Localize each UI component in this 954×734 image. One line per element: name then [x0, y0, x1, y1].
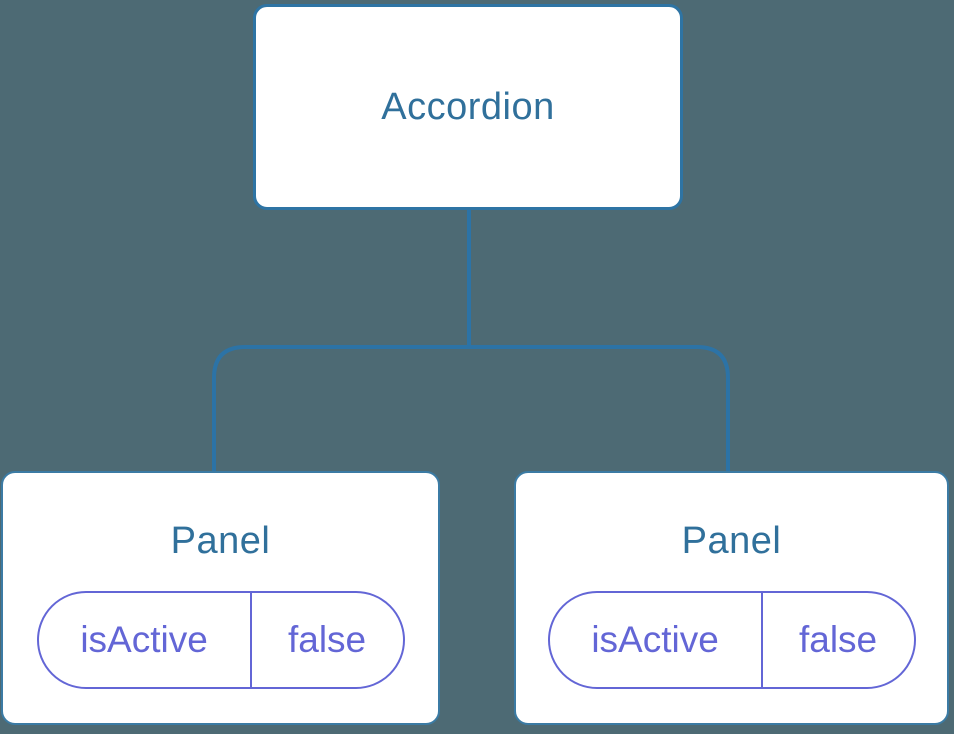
panel-node-right: Panel isActive false	[514, 471, 949, 725]
accordion-node: Accordion	[253, 4, 683, 210]
branch-connector	[212, 345, 730, 472]
state-prop-value: false	[798, 619, 878, 660]
accordion-node-label: Accordion	[381, 86, 555, 128]
state-pill: isActive false	[36, 591, 405, 689]
state-prop-name: isActive	[591, 619, 719, 660]
state-prop-name: isActive	[80, 619, 208, 660]
panel-node-label: Panel	[170, 520, 271, 562]
pill-divider	[249, 593, 252, 687]
pill-divider	[760, 593, 763, 687]
state-prop-value: false	[287, 619, 367, 660]
panel-node-left: Panel isActive false	[1, 471, 440, 725]
panel-node-label: Panel	[681, 520, 782, 562]
state-pill: isActive false	[547, 591, 916, 689]
